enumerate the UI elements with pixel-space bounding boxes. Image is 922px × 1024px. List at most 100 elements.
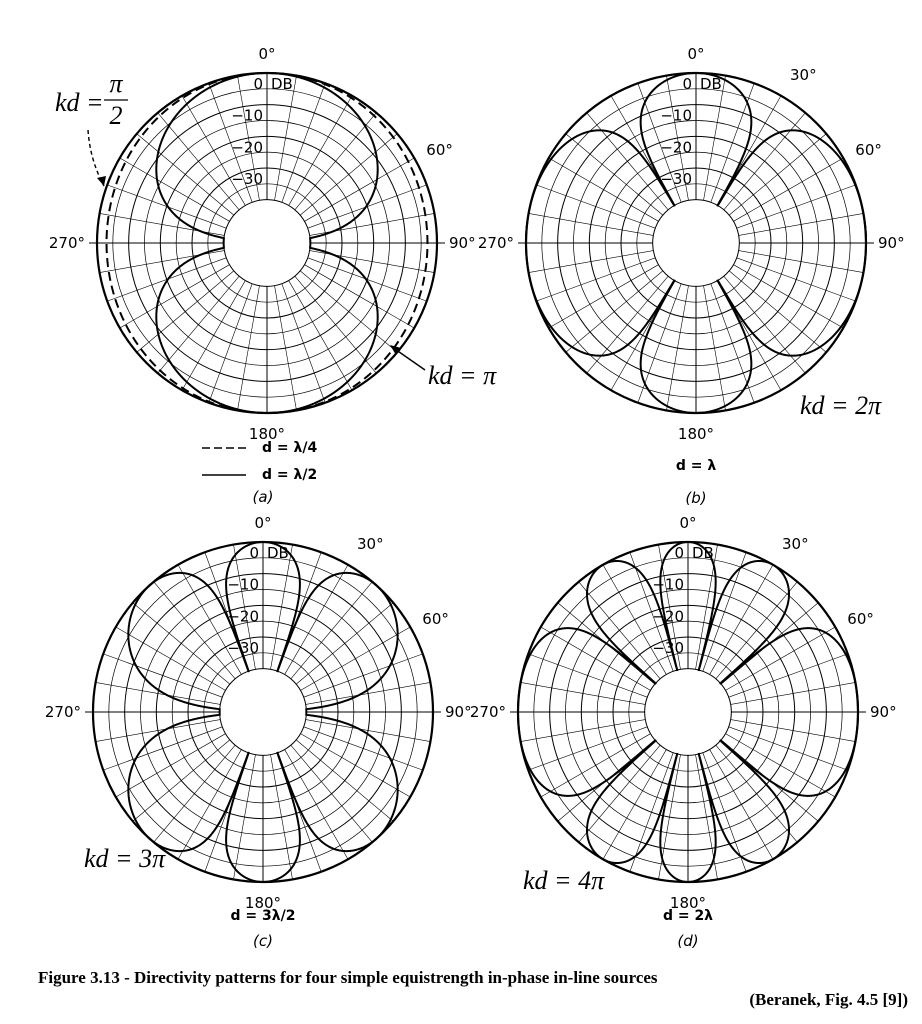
angle-label-0: 0° xyxy=(254,514,271,532)
annotation-kd-pi: kd = π xyxy=(428,361,497,390)
angle-label-270: 270° xyxy=(45,703,81,721)
series-line xyxy=(155,72,379,414)
grid-spoke xyxy=(181,95,246,206)
radial-tick-label: 0 xyxy=(682,75,692,93)
grid-circle xyxy=(203,652,323,772)
radial-tick-label: −20 xyxy=(660,138,692,156)
panel-legend-c: d = 3λ/2 xyxy=(231,908,296,924)
grid-spoke xyxy=(303,726,423,771)
grid-spoke xyxy=(103,726,223,771)
annotation-arrowhead xyxy=(97,176,106,186)
panel-legend-d: d = 2λ xyxy=(663,908,713,924)
radial-tick-label: 0 xyxy=(253,75,263,93)
angle-label-30: 30° xyxy=(357,535,384,553)
grid-spoke xyxy=(132,739,230,822)
angle-label-0: 0° xyxy=(258,45,275,63)
grid-spoke xyxy=(300,133,398,216)
grid-spoke xyxy=(548,157,659,222)
grid-spoke xyxy=(709,749,774,860)
series-line xyxy=(517,541,859,883)
annotation-kd-2pi: kd = 2π xyxy=(800,391,882,420)
panel-label-a: (a) xyxy=(253,488,274,506)
grid-spoke xyxy=(733,264,844,329)
grid-spoke xyxy=(729,270,827,353)
grid-spoke xyxy=(270,544,293,670)
grid-spoke xyxy=(274,75,297,201)
grid-circle xyxy=(219,668,307,756)
grid-spoke xyxy=(536,184,656,229)
angle-label-180: 180° xyxy=(670,894,706,912)
legend-label: d = λ/2 xyxy=(262,467,317,483)
grid-spoke xyxy=(284,564,349,675)
annotation-arrow-dashed xyxy=(87,129,105,187)
grid-spoke xyxy=(715,581,798,679)
grid-spoke xyxy=(528,250,654,273)
grid-spoke xyxy=(136,270,234,353)
grid-spoke xyxy=(578,745,661,843)
grid-spoke xyxy=(304,157,415,222)
grid-spoke xyxy=(629,752,674,872)
grid-spoke xyxy=(520,719,646,742)
angle-label-0: 0° xyxy=(687,45,704,63)
grid-circle xyxy=(636,183,756,303)
grid-spoke xyxy=(270,754,293,880)
grid-spoke xyxy=(281,283,326,403)
radial-tick-label: −10 xyxy=(227,576,259,594)
grid-spoke xyxy=(284,749,349,860)
grid-spoke xyxy=(290,745,373,843)
grid-spoke xyxy=(709,564,774,675)
grid-spoke xyxy=(95,682,221,705)
grid-spoke xyxy=(119,157,230,222)
radial-tick-label: −20 xyxy=(231,138,263,156)
grid-spoke xyxy=(136,133,234,216)
grid-spoke xyxy=(115,626,226,691)
angle-label-60: 60° xyxy=(426,141,453,159)
grid-spoke xyxy=(528,653,648,698)
grid-circle xyxy=(207,183,327,303)
grid-spoke xyxy=(703,285,726,411)
grid-spoke xyxy=(730,682,856,705)
annotation-kd-numerator: π xyxy=(109,69,123,98)
angle-label-90: 90° xyxy=(870,703,897,721)
grid-spoke xyxy=(578,581,661,679)
annotation-kd-4pi: kd = 4π xyxy=(523,866,605,895)
angle-label-180: 180° xyxy=(249,425,285,443)
grid-spoke xyxy=(294,112,377,210)
angle-label-30: 30° xyxy=(782,535,809,553)
grid-spoke xyxy=(132,602,230,685)
grid-spoke xyxy=(666,75,689,201)
series-line xyxy=(525,72,867,414)
angle-label-90: 90° xyxy=(449,234,476,252)
grid-spoke xyxy=(181,280,246,391)
grid-spoke xyxy=(548,264,659,329)
angle-label-270: 270° xyxy=(49,234,85,252)
grid-spoke xyxy=(702,752,747,872)
grid-spoke xyxy=(115,733,226,798)
grid-spoke xyxy=(290,581,373,679)
grid-spoke xyxy=(733,157,844,222)
figure-source: (Beranek, Fig. 4.5 [9]) xyxy=(749,990,908,1009)
grid-circle xyxy=(223,199,311,287)
grid-spoke xyxy=(536,257,656,302)
grid-spoke xyxy=(728,653,848,698)
grid-spoke xyxy=(540,626,651,691)
angle-label-270: 270° xyxy=(470,703,506,721)
grid-spoke xyxy=(565,270,663,353)
grid-spoke xyxy=(300,626,411,691)
grid-spoke xyxy=(288,280,353,391)
grid-spoke xyxy=(177,749,242,860)
radial-tick-label: −30 xyxy=(652,639,684,657)
grid-spoke xyxy=(95,719,221,742)
radial-tick-label: 0 xyxy=(249,544,259,562)
grid-spoke xyxy=(296,602,394,685)
grid-spoke xyxy=(736,257,856,302)
radial-tick-label: −30 xyxy=(227,639,259,657)
panel-label-d: (d) xyxy=(677,932,698,950)
grid-circle xyxy=(652,199,740,287)
figure-caption: Figure 3.13 - Directivity patterns for f… xyxy=(38,968,658,987)
